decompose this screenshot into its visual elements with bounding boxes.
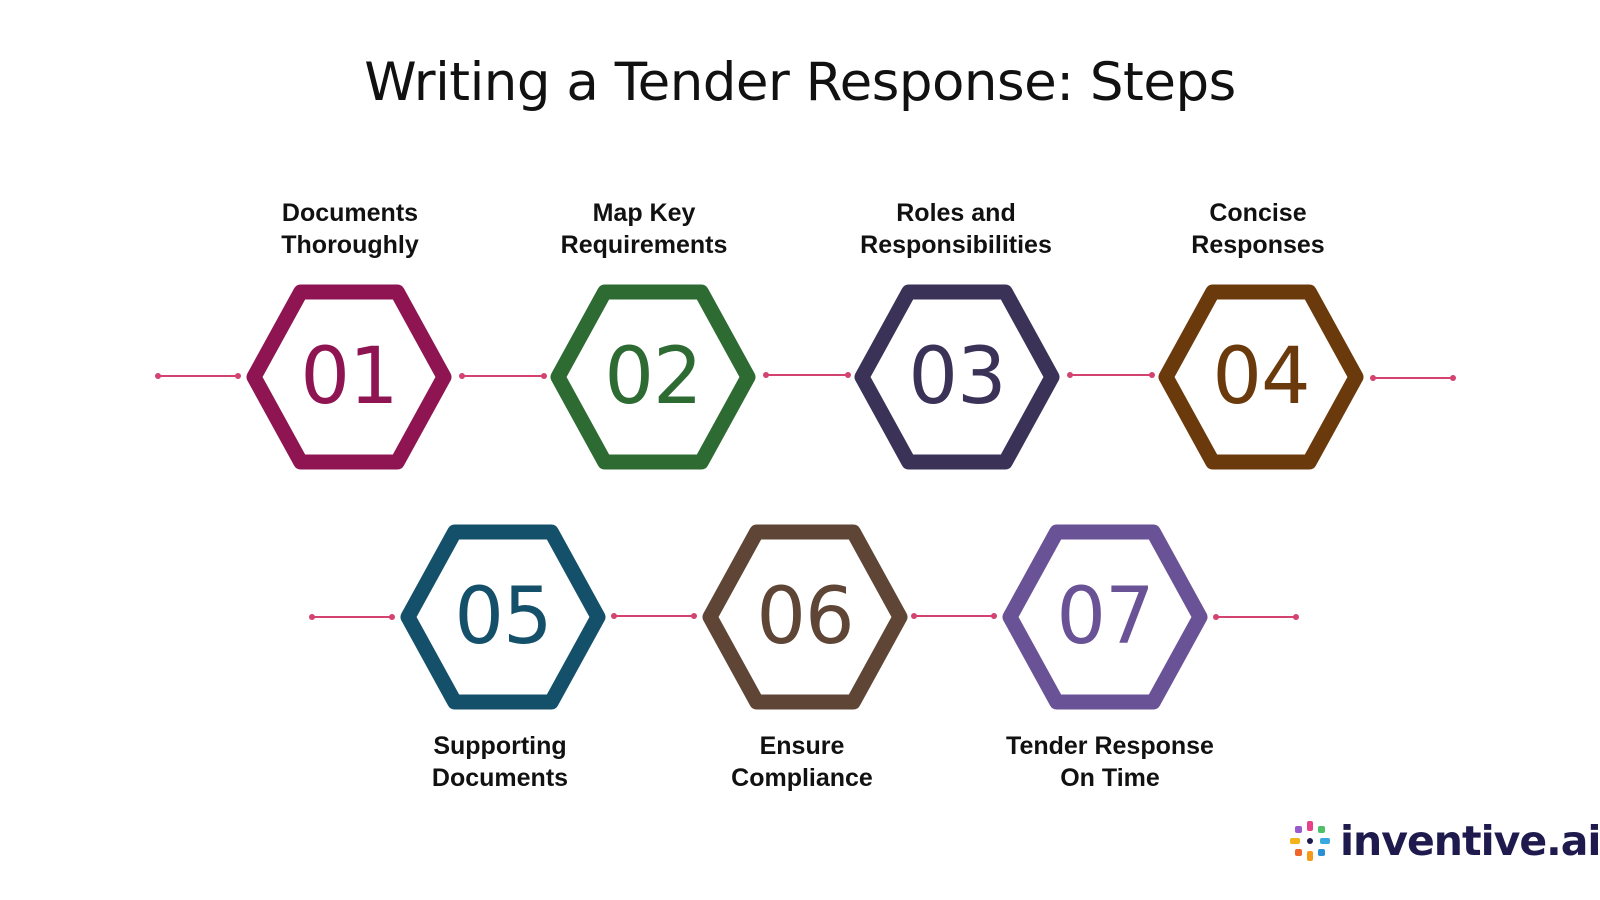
label-line: Tender Response <box>1006 732 1214 760</box>
label-line: Supporting <box>433 732 567 760</box>
page-title: Writing a Tender Response: Steps <box>364 52 1236 113</box>
connector-line <box>459 373 547 379</box>
step-hexagon-2: 02 <box>548 282 758 472</box>
hexagon-shape <box>1158 284 1364 470</box>
connector-line <box>1067 372 1155 378</box>
label-line: Responses <box>1191 231 1325 259</box>
brand-logo: inventive.ai <box>1288 816 1600 866</box>
connector-line <box>1370 375 1456 381</box>
step-number: 06 <box>756 572 854 662</box>
hexagon-shape <box>1002 524 1208 710</box>
hexagon-shape <box>246 284 452 470</box>
step-hexagon-1: 01 <box>244 282 454 472</box>
logo-mark-icon <box>1290 821 1330 861</box>
step-label-2: Map Key Requirements <box>514 197 774 261</box>
label-line: Concise <box>1209 199 1307 227</box>
logo-text: inventive.ai <box>1340 817 1600 865</box>
label-line: Map Key <box>592 199 696 227</box>
connector-line <box>1213 614 1299 620</box>
label-line: Requirements <box>560 231 728 259</box>
step-hexagon-4: 04 <box>1156 282 1366 472</box>
step-number: 01 <box>300 332 398 422</box>
step-number: 02 <box>604 332 702 422</box>
hexagon-shape <box>702 524 908 710</box>
step-number: 07 <box>1056 572 1154 662</box>
step-number: 03 <box>908 332 1006 422</box>
connector-line <box>763 372 851 378</box>
step-label-7: Tender Response On Time <box>960 730 1260 794</box>
step-hexagon-7: 07 <box>1000 522 1210 712</box>
step-label-5: Supporting Documents <box>370 730 630 794</box>
label-line: Responsibilities <box>860 231 1052 259</box>
step-number: 04 <box>1212 332 1310 422</box>
step-label-6: Ensure Compliance <box>672 730 932 794</box>
connector-line <box>611 613 697 619</box>
connector-line <box>155 373 241 379</box>
label-line: Documents <box>281 199 419 227</box>
connector-line <box>911 613 997 619</box>
step-label-3: Roles and Responsibilities <box>826 197 1086 261</box>
step-hexagon-3: 03 <box>852 282 1062 472</box>
label-line: On Time <box>1060 764 1160 792</box>
hexagon-shape <box>400 524 606 710</box>
step-number: 05 <box>454 572 552 662</box>
connector-line <box>309 614 395 620</box>
step-hexagon-5: 05 <box>398 522 608 712</box>
hexagon-shape <box>854 284 1060 470</box>
hexagon-shape <box>550 284 756 470</box>
label-line: Compliance <box>731 764 873 792</box>
step-label-4: Concise Responses <box>1128 197 1388 261</box>
label-line: Documents <box>431 764 569 792</box>
label-line: Roles and <box>896 199 1016 227</box>
step-hexagon-6: 06 <box>700 522 910 712</box>
step-label-1: Documents Thoroughly <box>220 197 480 261</box>
label-line: Ensure <box>759 732 845 760</box>
label-line: Thoroughly <box>281 231 419 259</box>
